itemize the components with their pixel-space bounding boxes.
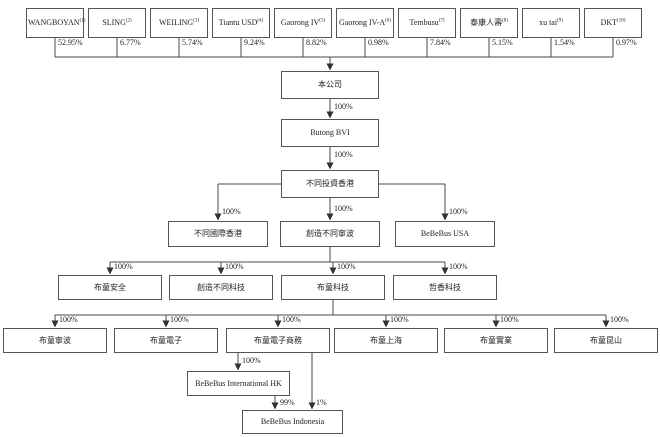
shareholder-name: Tiantu USD(4) [218, 18, 264, 28]
shareholder-box-sling: SLING(2) [88, 8, 146, 38]
shareholder-box-xu-tai: xu tai(9) [522, 8, 580, 38]
node-company: 本公司 [281, 71, 379, 99]
ownership-pct: 100% [222, 207, 241, 216]
shareholder-name: Gaorong IV(5) [280, 18, 326, 28]
node-butong-shanghai: 布童上海 [334, 328, 438, 353]
footnote-ref: (10) [617, 18, 626, 24]
node-butong-safety: 布童安全 [58, 275, 162, 300]
node-butong-bvi: Butong BVI [281, 119, 379, 147]
node-label: 布童實業 [480, 335, 512, 345]
node-bebebus-indonesia: BeBeBus Indonesia [242, 410, 343, 434]
shareholder-pct: 5.74% [182, 38, 203, 47]
ownership-pct: 100% [59, 315, 78, 324]
node-butong-ningbo: 布童寧波 [3, 328, 107, 353]
ownership-pct: 100% [334, 150, 353, 159]
shareholder-pct: 7.84% [430, 38, 451, 47]
node-label: 創造不同寧波 [306, 229, 354, 239]
shareholder-pct: 1.54% [554, 38, 575, 47]
ownership-pct: 100% [334, 204, 353, 213]
node-label: BeBeBus Indonesia [260, 417, 325, 427]
node-label: 布童上海 [370, 335, 402, 345]
shareholder-box-tembusu: Tembusu(7) [398, 8, 456, 38]
node-create-different-tech: 創造不同科技 [169, 275, 273, 300]
node-butong-intl-hk: 不同國際香港 [168, 221, 268, 247]
node-label: 布童科技 [317, 282, 349, 292]
node-label: 布童電子 [150, 335, 182, 345]
node-bebebus-international-hk: BeBeBus International HK [187, 371, 290, 396]
node-zhexiang-tech: 哲香科技 [393, 275, 497, 300]
shareholder-name: 泰康人壽(8) [470, 18, 508, 28]
shareholder-pct: 0.97% [616, 38, 637, 47]
node-label: 布童電子商務 [254, 335, 302, 345]
node-butong-kunshan: 布童昆山 [554, 328, 658, 353]
shareholder-box-gaorong-iv-a: Gaorong IV-A(6) [336, 8, 394, 38]
ownership-pct: 100% [170, 315, 189, 324]
shareholder-box-taikang-life: 泰康人壽(8) [460, 8, 518, 38]
footnote-ref: (7) [438, 18, 445, 24]
shareholder-box-tiantu-usd: Tiantu USD(4) [212, 8, 270, 38]
ownership-pct: 100% [337, 262, 356, 271]
node-label: Butong BVI [310, 128, 350, 138]
ownership-pct: 100% [242, 356, 261, 365]
ownership-pct: 100% [334, 102, 353, 111]
shareholder-box-weiling: WEILING(3) [150, 8, 208, 38]
footnote-ref: (9) [557, 18, 563, 24]
ownership-pct: 100% [225, 262, 244, 271]
shareholder-pct: 8.82% [306, 38, 327, 47]
node-label: 布童寧波 [39, 335, 71, 345]
shareholder-box-wangboyan: WANGBOYAN(1) [26, 8, 86, 38]
shareholder-name: Tembusu(7) [409, 18, 445, 28]
shareholder-pct: 5.15% [492, 38, 513, 47]
ownership-pct: 99% [280, 398, 295, 407]
ownership-pct: 100% [390, 315, 409, 324]
footnote-ref: (3) [193, 18, 200, 24]
footnote-ref: (6) [385, 18, 391, 24]
shareholder-name: SLING(2) [102, 18, 132, 28]
shareholder-box-gaorong-iv: Gaorong IV(5) [274, 8, 332, 38]
ownership-pct: 100% [449, 207, 468, 216]
shareholder-name: Gaorong IV-A(6) [339, 18, 391, 28]
node-butong-ecommerce: 布童電子商務 [226, 328, 330, 353]
footnote-ref: (5) [319, 18, 326, 24]
shareholder-name: xu tai(9) [539, 18, 563, 28]
shareholder-name: DKT(10) [600, 18, 626, 28]
ownership-pct: 100% [114, 262, 133, 271]
node-label: BeBeBus USA [420, 229, 470, 239]
node-butong-electronics: 布童電子 [114, 328, 218, 353]
shareholder-pct: 0.98% [368, 38, 389, 47]
ownership-pct: 100% [610, 315, 629, 324]
node-butong-tech: 布童科技 [281, 275, 385, 300]
node-label: 不同國際香港 [194, 229, 242, 239]
node-bebebus-usa: BeBeBus USA [395, 221, 495, 247]
node-label: 布童安全 [94, 282, 126, 292]
shareholder-pct: 9.24% [244, 38, 265, 47]
node-label: 創造不同科技 [197, 282, 245, 292]
node-label: BeBeBus International HK [195, 378, 282, 388]
shareholder-pct: 6.77% [120, 38, 141, 47]
ownership-pct: 100% [282, 315, 301, 324]
footnote-ref: (8) [502, 18, 508, 24]
node-label: 本公司 [318, 80, 342, 90]
footnote-ref: (1) [79, 18, 86, 24]
shareholder-name: WEILING(3) [158, 18, 200, 28]
ownership-pct: 100% [500, 315, 519, 324]
node-create-different-ningbo: 創造不同寧波 [280, 221, 380, 247]
node-butong-industrial: 布童實業 [444, 328, 548, 353]
node-label: 不同投資香港 [306, 179, 354, 189]
footnote-ref: (2) [125, 18, 132, 24]
footnote-ref: (4) [257, 18, 264, 24]
shareholder-name: WANGBOYAN(1) [28, 18, 86, 28]
shareholder-box-dkt: DKT(10) [584, 8, 642, 38]
shareholder-pct: 52.95% [58, 38, 83, 47]
ownership-pct: 1% [316, 398, 327, 407]
node-label: 布童昆山 [590, 335, 622, 345]
node-label: 哲香科技 [429, 282, 461, 292]
node-butong-invest-hk: 不同投資香港 [281, 170, 379, 198]
ownership-pct: 100% [449, 262, 468, 271]
